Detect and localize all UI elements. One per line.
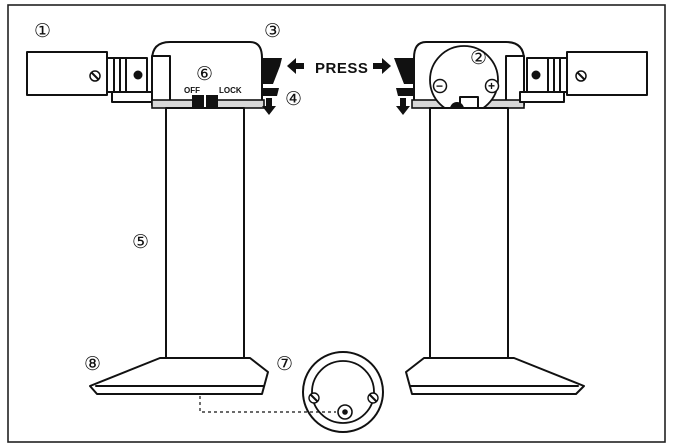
regulator-plus-icon [484,78,500,94]
left-tank [165,107,245,359]
right-lever-arrow-down-icon [396,98,410,115]
right-tank [429,107,509,359]
lever-arrow-down-icon [262,98,276,115]
base-detail-view [302,351,384,433]
switch-lock-label: LOCK [219,86,242,95]
svg-text:+: + [488,79,495,93]
right-ignition-dot [531,70,541,80]
switch-off-label: OFF [184,86,200,95]
right-lever [396,88,414,96]
callout-7: ⑦ [276,354,293,375]
callout-3: ③ [264,21,281,42]
left-head [151,41,263,106]
right-trigger [394,58,414,84]
press-label: PRESS [315,60,368,77]
left-base [89,357,269,395]
left-lever [262,88,279,96]
left-ignition-dot [133,70,143,80]
callout-5: ⑤ [132,232,149,253]
callout-2: ② [470,48,487,69]
left-torch [26,41,282,395]
callout-8: ⑧ [84,354,101,375]
right-torch: − + [394,41,648,395]
callout-6: ⑥ [196,64,213,85]
callout-1: ① [34,21,51,42]
diagram-frame [7,4,666,443]
press-arrow-left-icon [287,58,304,74]
press-arrow-right-icon [373,58,391,74]
regulator-minus-icon [432,78,448,94]
right-base [405,357,585,395]
svg-text:−: − [436,79,443,93]
callout-4: ④ [285,89,302,110]
left-trigger [262,58,282,84]
